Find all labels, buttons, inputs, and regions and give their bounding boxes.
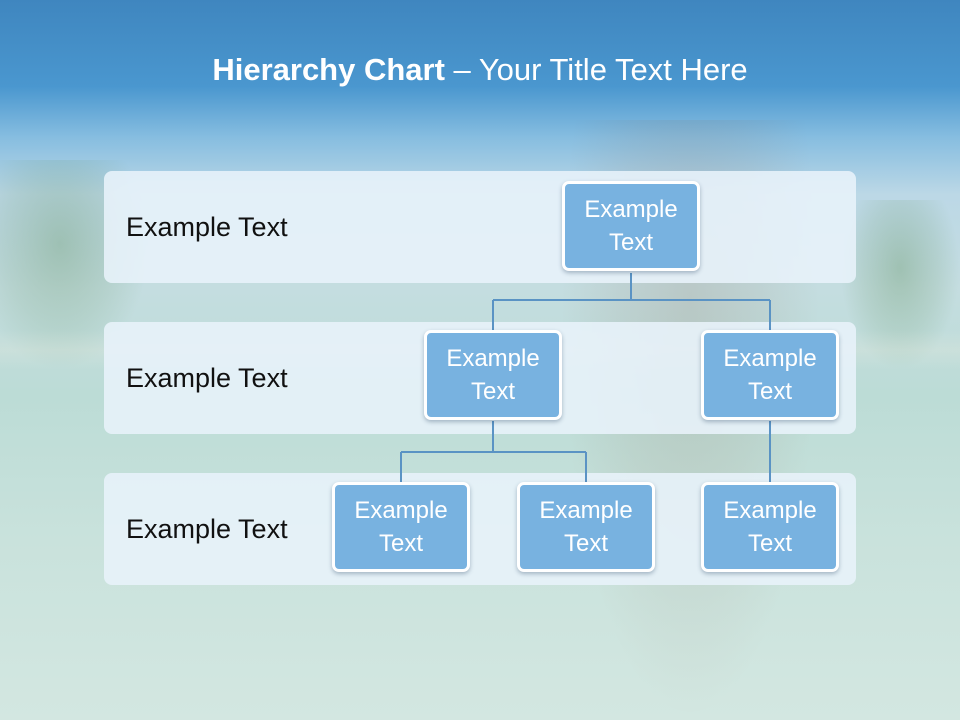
- level-band-1: [104, 171, 856, 283]
- node-leaf-1-label: Example Text: [354, 497, 448, 557]
- level-label-2: Example Text: [126, 363, 288, 393]
- node-mid-left-label: Example Text: [446, 345, 540, 405]
- node-mid-right[interactable]: Example Text: [701, 330, 839, 420]
- node-leaf-1[interactable]: Example Text: [332, 482, 470, 572]
- node-leaf-3-label: Example Text: [723, 497, 817, 557]
- level-label-3: Example Text: [126, 514, 288, 544]
- level-label-1: Example Text: [126, 212, 288, 242]
- palm-tree-background: [840, 200, 960, 370]
- slide-title: Hierarchy Chart – Your Title Text Here: [0, 52, 960, 88]
- node-leaf-2[interactable]: Example Text: [517, 482, 655, 572]
- node-mid-left[interactable]: Example Text: [424, 330, 562, 420]
- node-mid-right-label: Example Text: [723, 345, 817, 405]
- node-leaf-3[interactable]: Example Text: [701, 482, 839, 572]
- node-leaf-2-label: Example Text: [539, 497, 633, 557]
- node-root[interactable]: Example Text: [562, 181, 700, 271]
- title-rest: – Your Title Text Here: [444, 52, 748, 87]
- node-root-label: Example Text: [584, 196, 678, 256]
- title-bold: Hierarchy Chart: [212, 52, 445, 87]
